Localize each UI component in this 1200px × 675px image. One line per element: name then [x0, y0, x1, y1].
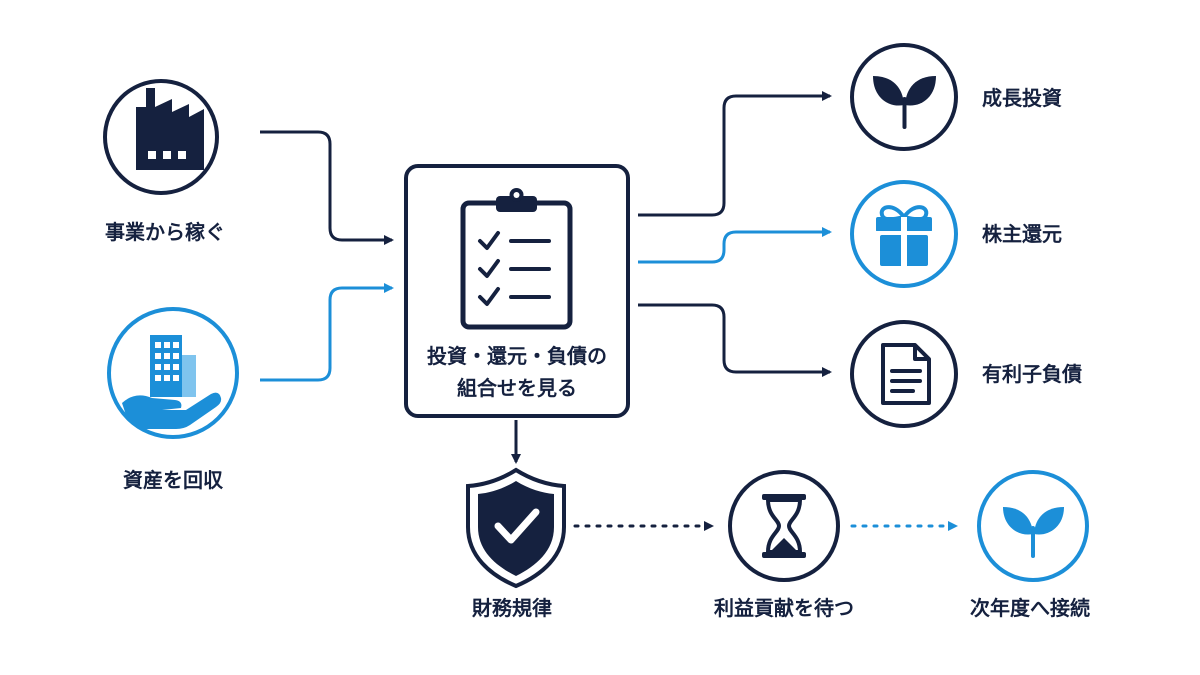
- gift-icon: [876, 205, 932, 266]
- shareholder-node: [850, 180, 958, 288]
- wait-profit-label: 利益貢献を待つ: [714, 596, 854, 620]
- factory-icon: [136, 88, 204, 170]
- debt-node: [850, 320, 958, 428]
- document-icon: [881, 343, 931, 405]
- arrow-center-to-growth: [638, 91, 832, 217]
- center-label-line1: 投資・還元・負債の: [427, 344, 607, 368]
- center-box: [404, 164, 630, 418]
- hourglass-icon: [762, 494, 806, 558]
- arrow-center-to-return: [638, 227, 832, 264]
- center-label-line2: 組合せを見る: [457, 376, 577, 400]
- asset-node: [107, 307, 239, 439]
- shield-check-icon: [466, 467, 566, 589]
- arrow-earnings-to-center: [260, 130, 394, 245]
- financial-discipline-label: 財務規律: [472, 596, 552, 620]
- clipboard-checklist-icon: [460, 188, 573, 330]
- sprout-icon: [873, 76, 936, 129]
- hand-building-icon: [122, 335, 222, 429]
- next-year-label: 次年度へ接続: [970, 596, 1090, 620]
- growth-node: [850, 43, 958, 151]
- growth-investment-label: 成長投資: [982, 86, 1062, 110]
- factory-node: [103, 79, 219, 195]
- interest-debt-label: 有利子負債: [982, 362, 1082, 386]
- shareholder-return-label: 株主還元: [982, 222, 1062, 246]
- next-year-node: [977, 470, 1089, 582]
- wait-node: [728, 470, 840, 582]
- asset-recovery-label: 資産を回収: [123, 468, 223, 492]
- arrow-center-to-debt: [638, 303, 832, 377]
- sprout-icon: [1003, 507, 1064, 558]
- arrow-assets-to-center: [260, 283, 394, 382]
- earnings-label: 事業から稼ぐ: [105, 220, 225, 244]
